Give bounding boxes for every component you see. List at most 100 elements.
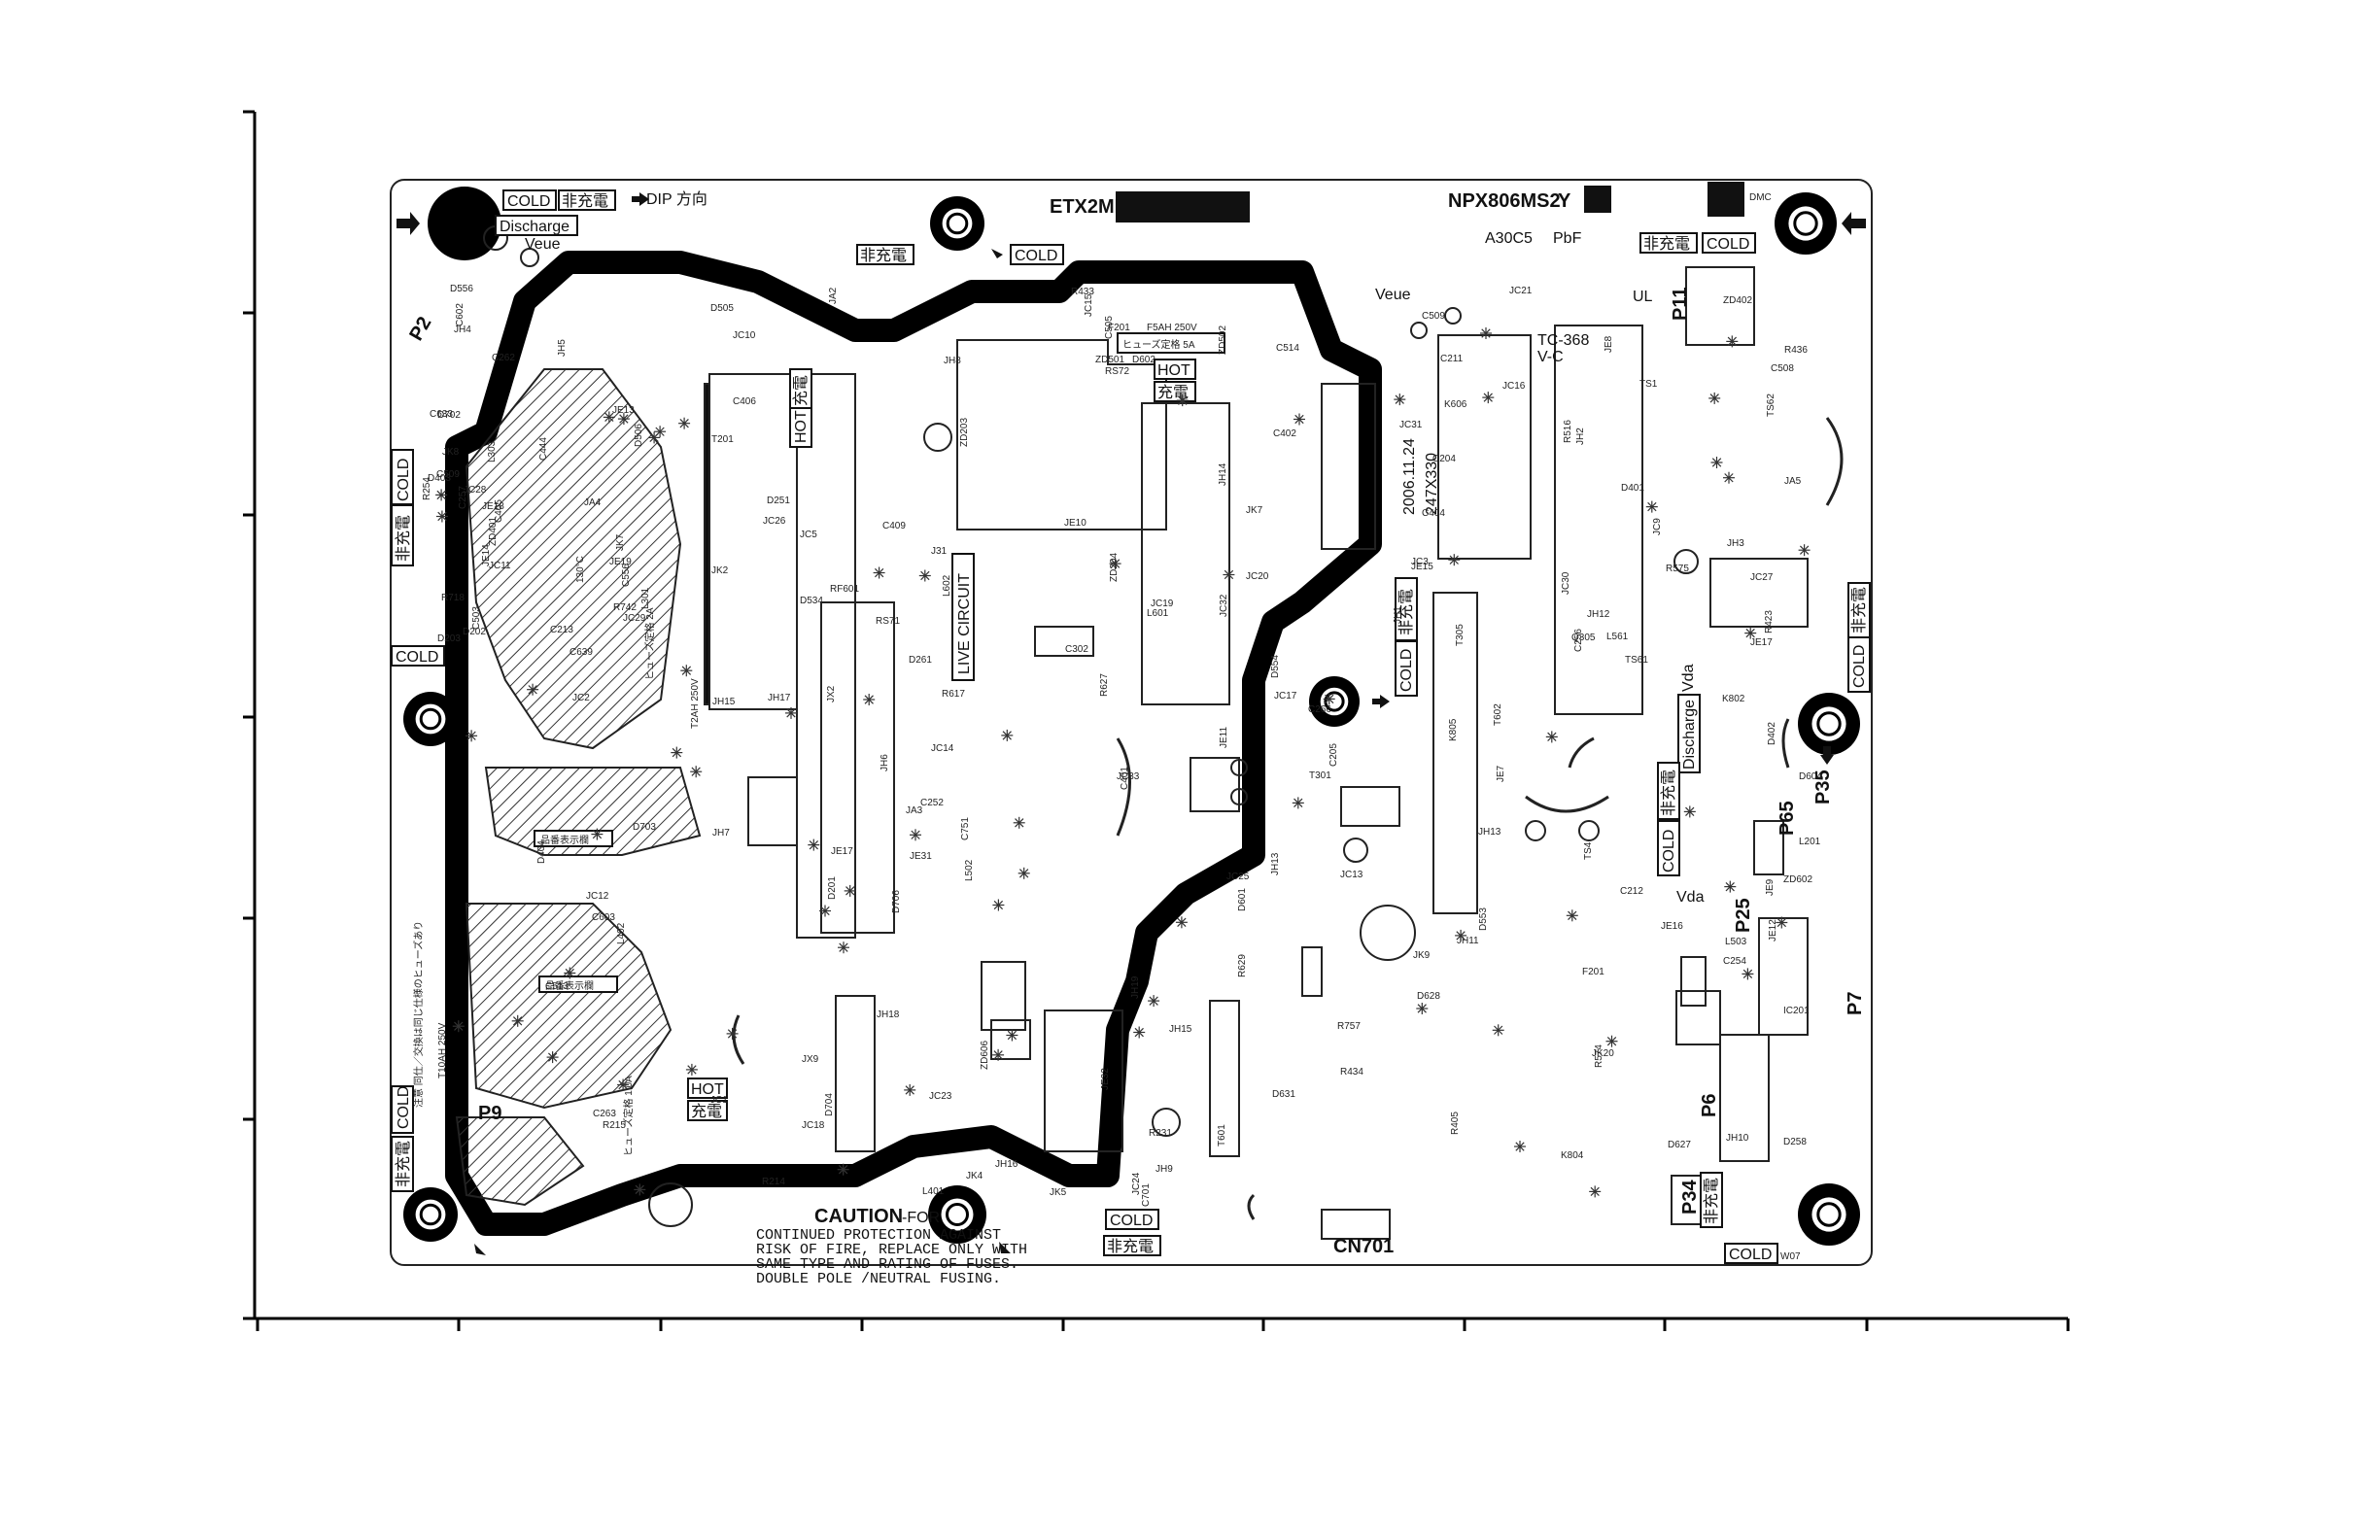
component-ref: C252 [920, 798, 944, 808]
component-ref: D201 [827, 876, 838, 900]
test-point-star [1589, 1185, 1602, 1198]
component-ref: JC14 [931, 743, 954, 754]
component-ref: D627 [1668, 1140, 1691, 1150]
component-ref: D202 [463, 627, 486, 637]
component-ref: K805 [1448, 718, 1459, 741]
component-ref: JC25 [1226, 872, 1250, 882]
component-ref: JX9 [802, 1054, 819, 1065]
mounting-hole-inner [419, 1203, 442, 1226]
component-ref: JA3 [906, 805, 923, 816]
test-point-star [1416, 1003, 1429, 1014]
board-part-number: NPX806MS2 [1448, 190, 1561, 212]
cold-label-r2: COLD [1661, 830, 1677, 873]
test-point-star [726, 1027, 739, 1040]
test-point-star [1001, 729, 1014, 741]
mounting-hole-inner [1793, 211, 1818, 236]
discharge-label-right: Discharge [1681, 700, 1698, 770]
arcs [732, 417, 1844, 1220]
test-point-star [678, 417, 691, 429]
non-charged-label-br: 非充電 [1703, 1178, 1720, 1224]
test-point-star [680, 665, 693, 677]
component-ref: JC33 [1117, 771, 1140, 782]
component-ref: JE7 [1496, 765, 1506, 782]
test-point-star [838, 941, 849, 954]
component-ref: JH2 [1575, 428, 1586, 445]
component-ref: C509 [436, 469, 460, 480]
product-label-1: 品番表示欄 [540, 834, 589, 846]
test-point-star [1683, 805, 1696, 818]
component-ref: C505 [1104, 316, 1115, 339]
component-ref: R231 [1149, 1128, 1172, 1139]
component-ref: ZD602 [1783, 874, 1812, 885]
component-ref: R516 [1563, 420, 1573, 443]
component-ref: C404 [1422, 508, 1445, 519]
component-ref: JH19 [1130, 975, 1141, 999]
component-ref: JC10 [733, 330, 756, 341]
test-point-star [785, 706, 797, 719]
dip-label: DIP 方向 [646, 190, 707, 208]
component-ref: D554 [1270, 655, 1281, 678]
component-ref: R629 [1237, 954, 1248, 977]
component-ref: JK4 [966, 1171, 983, 1181]
test-point-star [1776, 916, 1788, 929]
component-ref: C509 [1422, 311, 1445, 322]
component-ref: R433 [1071, 287, 1094, 297]
fuse-ref: F201 [1108, 323, 1130, 333]
component-ref: JH14 [1218, 462, 1228, 486]
component-ref: JH13 [1270, 852, 1281, 875]
component-ref: C262 [492, 353, 515, 363]
component-ref: JC32 [1219, 594, 1229, 617]
arrows [397, 192, 1866, 1255]
component-ref: JC23 [929, 1091, 952, 1102]
test-point-star [1176, 394, 1189, 407]
component-ref: Q305 [1571, 633, 1596, 643]
test-point-star [1323, 693, 1335, 705]
non-charged-label-left: 非充電 [395, 515, 412, 562]
cold-label-br: COLD [1729, 1247, 1772, 1263]
non-charged-label-bl: 非充電 [395, 1141, 412, 1187]
component-ref: JC11 [489, 561, 511, 571]
test-point-star [992, 899, 1005, 911]
component-ref: JE11 [1219, 727, 1229, 748]
caution-suffix: -FOR [902, 1210, 940, 1226]
test-point-star [819, 905, 831, 917]
hot-label-bottom: HOT [691, 1081, 724, 1098]
connector-p65: P65 [1776, 801, 1798, 836]
component-ref: L201 [1799, 837, 1821, 847]
component-ref: JH13 [1478, 827, 1501, 838]
component-ref: JK8 [442, 447, 460, 458]
test-point-star [634, 1183, 646, 1196]
component-ref: C603 [592, 912, 615, 923]
component-ref: JH10 [1726, 1133, 1749, 1144]
component-ref: L301 [640, 587, 651, 609]
test-point-star [690, 766, 703, 778]
component-ref: JC30 [1561, 571, 1571, 595]
component-ref: JC16 [1502, 381, 1526, 392]
component-ref: C405 [494, 499, 504, 523]
component-ref: JH1 [1393, 606, 1403, 624]
component-ref: JC2 [572, 693, 590, 703]
test-point-star [1018, 867, 1030, 879]
mounting-hole-inner [1816, 1202, 1842, 1227]
test-point-star [648, 431, 661, 444]
test-point-star [1292, 797, 1304, 809]
component-ref: ZD402 [1723, 295, 1752, 306]
component-ref: C556 [621, 564, 632, 587]
charged-label-hot: 充電 [792, 375, 810, 406]
component-ref: C266 [1308, 704, 1331, 715]
veue-label-right: Veue [1375, 287, 1411, 303]
component-ref: JK9 [1413, 950, 1431, 961]
component-ref: TS1 [1639, 379, 1658, 390]
board-serial: 247X330 [1424, 453, 1440, 515]
board-outline [390, 179, 1873, 1266]
cold-label-r: COLD [1851, 645, 1868, 688]
charged-label-center: 充電 [1157, 384, 1189, 401]
caution-line-2: RISK OF FIRE, REPLACE ONLY WITH [756, 1242, 1027, 1258]
component-ref: JC3 [1411, 557, 1429, 567]
component-ref: JH16 [995, 1159, 1018, 1170]
component-ref: JE14 [481, 544, 492, 566]
component-ref: JC21 [1509, 286, 1533, 296]
caution-line-1: CONTINUED PROTECTION AGAINST [756, 1227, 1001, 1244]
component-ref: R718 [441, 593, 465, 603]
